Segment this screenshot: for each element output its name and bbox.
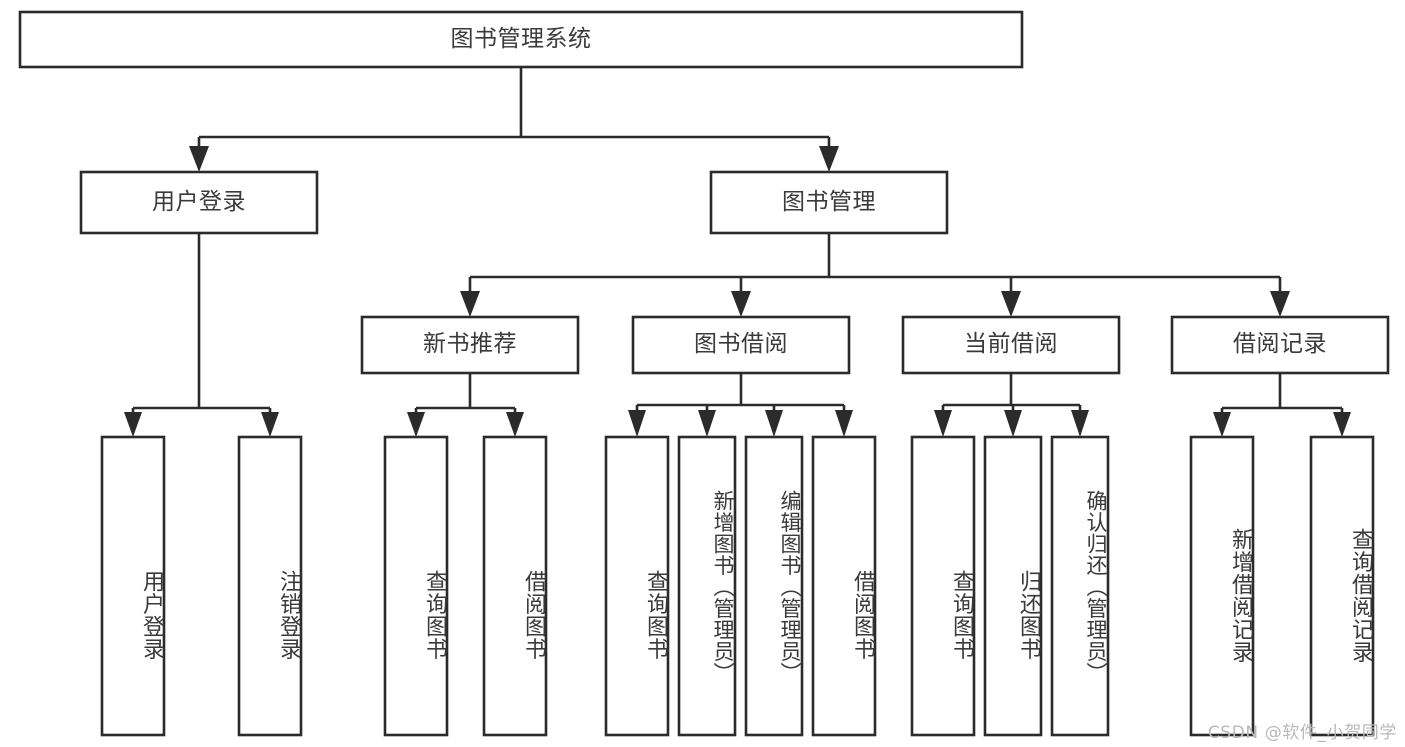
- connector-group-borrow-record: [1213, 373, 1351, 437]
- node-box-leaf-user-login[interactable]: [100, 435, 166, 737]
- node-box-book-borrow[interactable]: [631, 315, 851, 375]
- connector-group-new-book-rec: [407, 373, 524, 437]
- arrow-head-current-borrow: [1001, 291, 1021, 317]
- node-box-user-login[interactable]: [79, 170, 319, 235]
- arrow-head-leaf-logout: [261, 412, 279, 437]
- arrow-head-leaf-borrow-book-1: [506, 412, 524, 437]
- arrow-head-leaf-edit-book: [765, 410, 783, 437]
- node-box-leaf-borrow-book-2[interactable]: [811, 435, 877, 737]
- node-box-leaf-edit-book[interactable]: [744, 435, 804, 737]
- node-box-new-book-rec[interactable]: [360, 315, 580, 375]
- arrow-head-leaf-query-book-3: [934, 410, 952, 437]
- node-box-leaf-confirm-return[interactable]: [1050, 435, 1110, 737]
- node-box-leaf-borrow-book-1[interactable]: [482, 435, 548, 737]
- node-box-borrow-record[interactable]: [1170, 315, 1390, 375]
- connector-group-book-borrow: [628, 373, 853, 437]
- arrow-head-leaf-query-book-2: [628, 410, 646, 437]
- arrow-head-new-book-rec: [460, 291, 480, 317]
- node-box-leaf-query-book-2[interactable]: [604, 435, 670, 737]
- node-box-current-borrow[interactable]: [901, 315, 1121, 375]
- node-box-leaf-query-book-3[interactable]: [910, 435, 976, 737]
- arrow-head-book-borrow: [731, 291, 751, 317]
- arrow-head-leaf-return-book: [1004, 410, 1022, 437]
- arrow-head-leaf-add-book: [698, 410, 716, 437]
- arrow-head-book-manage: [819, 146, 839, 172]
- connector-group-user-login: [124, 233, 279, 437]
- node-box-leaf-return-book[interactable]: [983, 435, 1043, 737]
- connector-group-root: [189, 67, 839, 172]
- node-box-book-manage[interactable]: [709, 170, 949, 235]
- arrow-head-user-login: [189, 146, 209, 172]
- connector-group-book-manage: [460, 233, 1290, 317]
- node-box-root[interactable]: [18, 10, 1024, 69]
- arrow-head-leaf-confirm-return: [1071, 410, 1089, 437]
- arrow-head-leaf-add-record: [1213, 412, 1231, 437]
- arrow-head-leaf-borrow-book-2: [835, 410, 853, 437]
- arrow-head-borrow-record: [1270, 291, 1290, 317]
- arrow-head-leaf-query-record: [1333, 412, 1351, 437]
- arrow-head-leaf-user-login: [124, 412, 142, 437]
- node-box-leaf-add-record[interactable]: [1189, 435, 1255, 737]
- node-box-leaf-query-book-1[interactable]: [383, 435, 449, 737]
- node-box-leaf-add-book[interactable]: [677, 435, 737, 737]
- connector-group-current-borrow: [934, 373, 1089, 437]
- arrow-head-leaf-query-book-1: [407, 412, 425, 437]
- node-box-leaf-logout[interactable]: [237, 435, 303, 737]
- node-box-leaf-query-record[interactable]: [1309, 435, 1375, 737]
- csdn-watermark: CSDN @软件_小贺同学: [1207, 723, 1397, 743]
